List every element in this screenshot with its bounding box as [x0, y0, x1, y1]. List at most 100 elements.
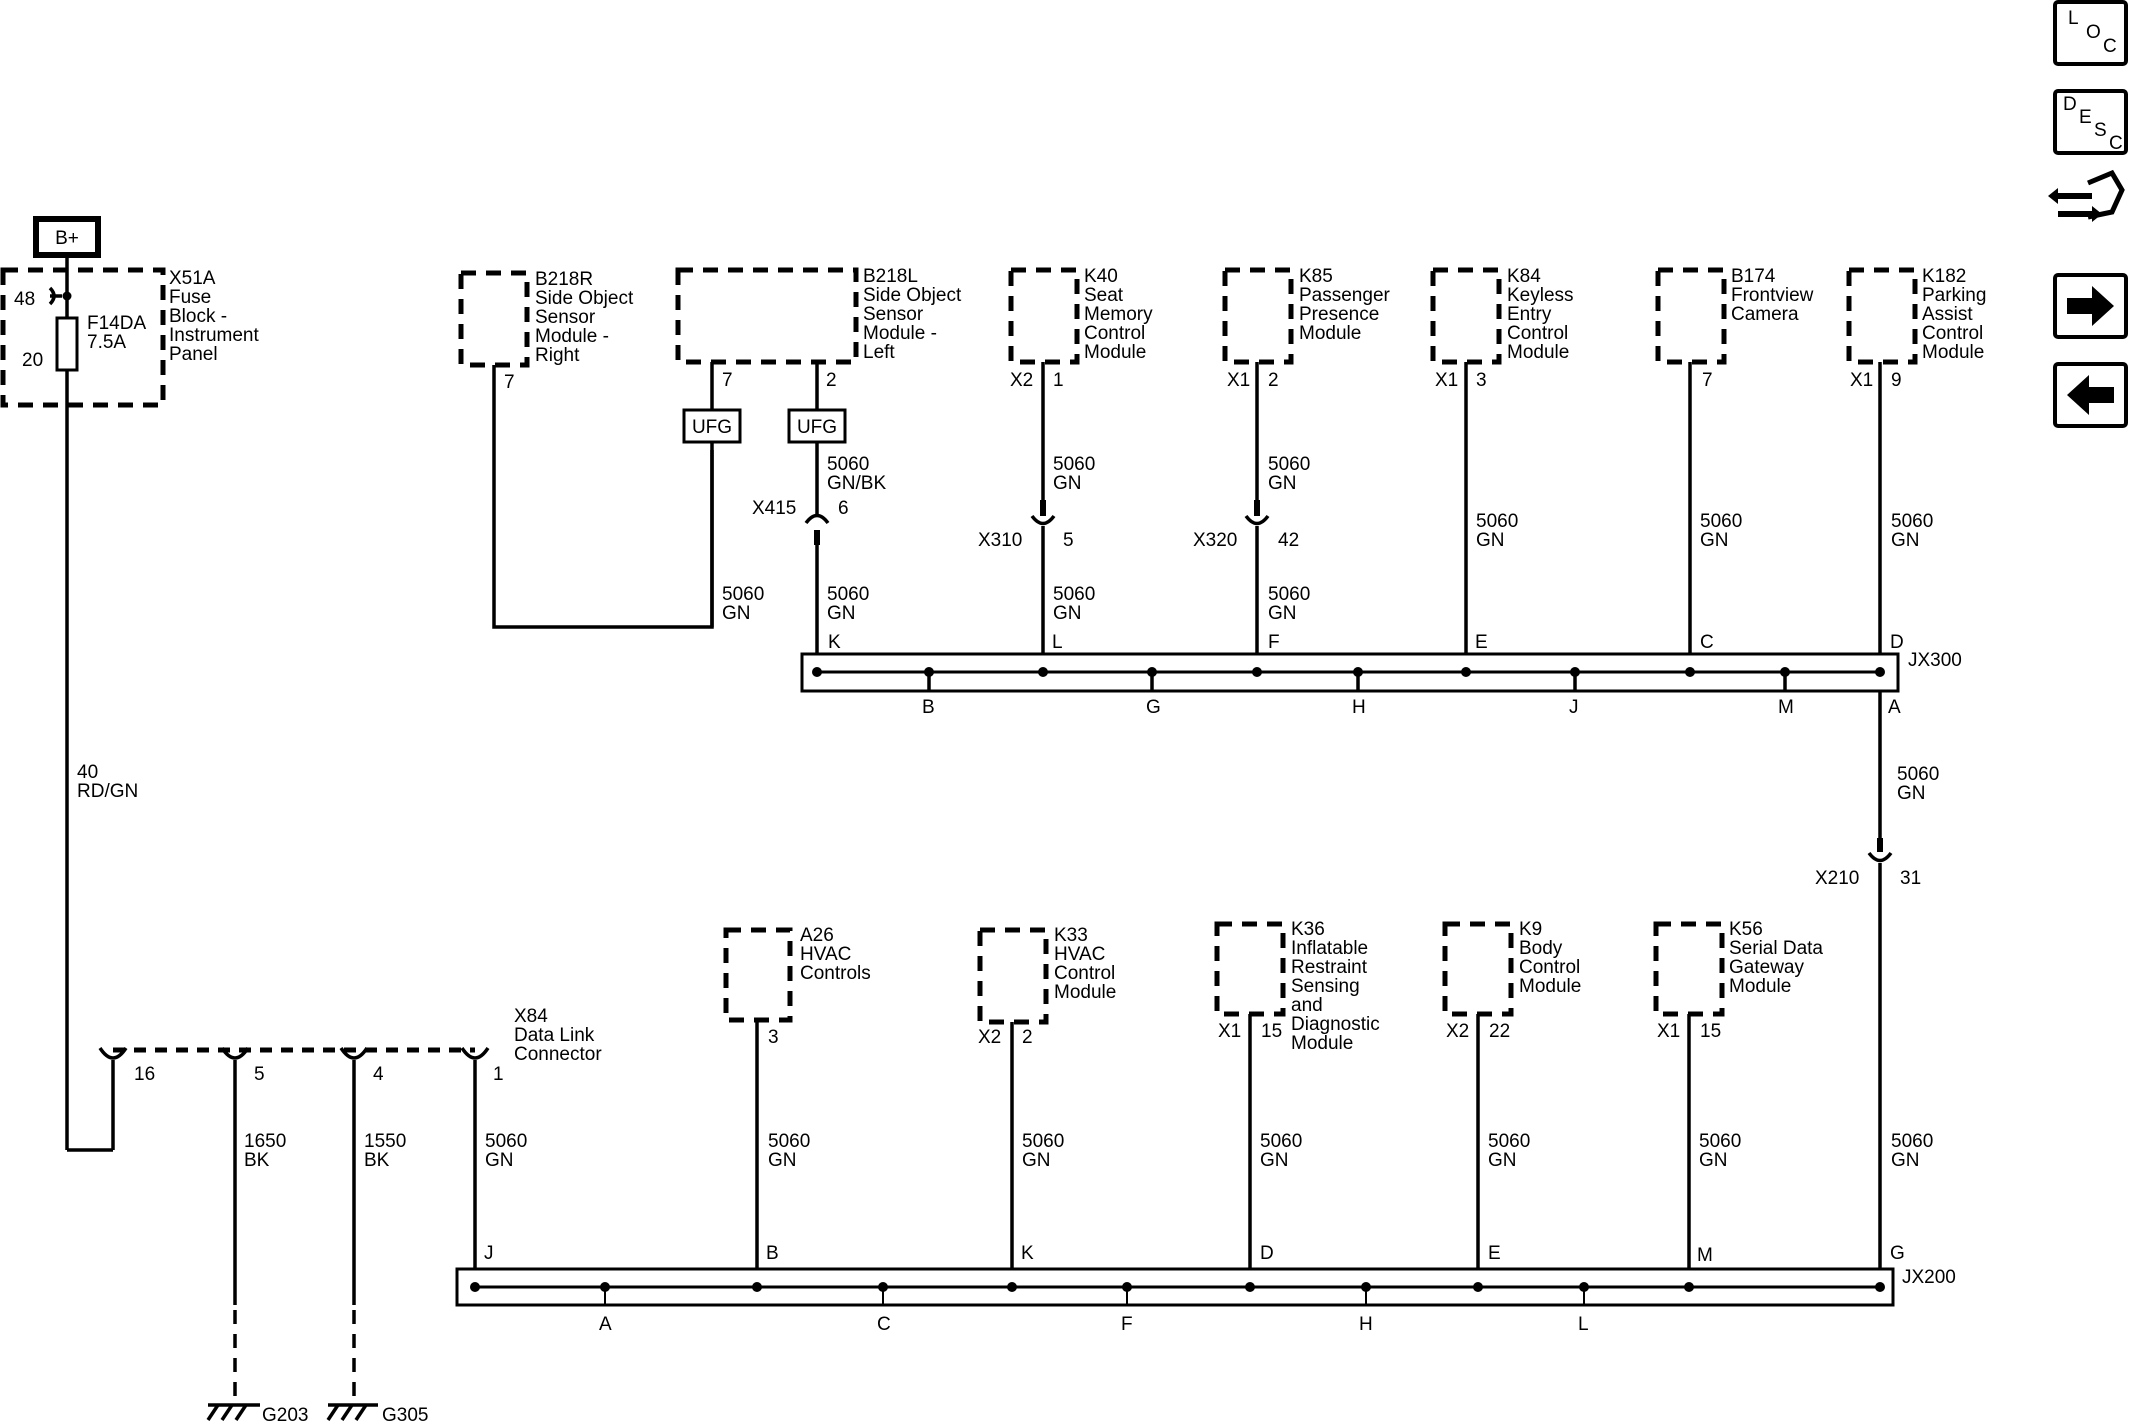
svg-text:Camera: Camera	[1731, 304, 1799, 325]
module-k84	[1430, 267, 1502, 365]
svg-text:GN: GN	[1268, 473, 1297, 494]
svg-text:40: 40	[77, 762, 98, 783]
svg-text:1550: 1550	[364, 1131, 406, 1152]
arrow-right-icon[interactable]	[2053, 273, 2128, 339]
svg-text:Diagnostic: Diagnostic	[1291, 1014, 1380, 1035]
svg-text:5060: 5060	[1897, 764, 1939, 785]
svg-text:GN: GN	[1700, 530, 1729, 551]
svg-text:Fuse: Fuse	[169, 287, 211, 308]
svg-text:Control: Control	[1519, 957, 1580, 978]
module-b218r	[458, 270, 530, 368]
k84-pin: 3	[1476, 370, 1487, 391]
svg-text:Block -: Block -	[169, 306, 227, 327]
wire-label-b174: 5060 GN	[1700, 511, 1742, 551]
b218r-pin: 7	[504, 372, 515, 393]
svg-text:A26: A26	[800, 925, 834, 946]
wire-label-b218l: 5060 GN/BK	[827, 454, 886, 494]
module-b218r-label: B218R Side Object Sensor Module - Right	[535, 269, 634, 366]
wire-label-x415-lower: 5060 GN	[827, 584, 869, 624]
module-k85	[1222, 267, 1294, 365]
svg-text:Seat: Seat	[1084, 285, 1124, 306]
svg-text:K182: K182	[1922, 266, 1966, 287]
connector-view-icon[interactable]	[2048, 169, 2125, 222]
loc-button[interactable]: L O C	[2053, 0, 2128, 66]
svg-text:Body: Body	[1519, 938, 1563, 959]
svg-text:K40: K40	[1084, 266, 1118, 287]
module-b174	[1655, 267, 1727, 365]
module-k40-label: K40 Seat Memory Control Module	[1084, 266, 1153, 363]
svg-text:D: D	[1260, 1243, 1274, 1264]
ufg-left: UFG	[682, 408, 742, 444]
svg-text:C: C	[2103, 36, 2117, 57]
svg-text:GN: GN	[1476, 530, 1505, 551]
svg-text:GN: GN	[722, 603, 751, 624]
dlc-x84: 16 5 4 1	[98, 1046, 504, 1085]
svg-text:GN/BK: GN/BK	[827, 473, 886, 494]
svg-text:UFG: UFG	[797, 417, 837, 438]
ground-g203: G203	[206, 1403, 308, 1422]
svg-text:B: B	[922, 697, 935, 718]
x415-ref: X415	[752, 498, 796, 519]
svg-text:Controls: Controls	[800, 963, 871, 984]
svg-text:Module: Module	[1054, 982, 1116, 1003]
svg-text:S: S	[2094, 120, 2107, 141]
svg-text:GN: GN	[1268, 603, 1297, 624]
splice-jx300: K L F E C D B G H J M A JX300	[800, 632, 1962, 718]
wire-label-1650: 1650 BK	[244, 1131, 286, 1171]
svg-text:K85: K85	[1299, 266, 1333, 287]
wire-label-k40: 5060 GN	[1053, 454, 1095, 494]
svg-text:GN: GN	[1488, 1150, 1517, 1171]
k36-pin: 15	[1261, 1021, 1282, 1042]
svg-text:C: C	[1700, 632, 1714, 653]
svg-text:5060: 5060	[1891, 1131, 1933, 1152]
arrow-left-icon[interactable]	[2053, 362, 2128, 428]
svg-text:5060: 5060	[1700, 511, 1742, 532]
svg-text:Instrument: Instrument	[169, 325, 259, 346]
wire-label-x210-upper: 5060 GN	[1897, 764, 1939, 804]
svg-text:Restraint: Restraint	[1291, 957, 1368, 978]
svg-text:GN: GN	[1260, 1150, 1289, 1171]
svg-text:GN: GN	[1053, 603, 1082, 624]
svg-text:Module: Module	[1922, 342, 1984, 363]
module-b174-label: B174 Frontview Camera	[1731, 266, 1814, 325]
k182-conn: X1	[1850, 370, 1873, 391]
svg-text:D: D	[2063, 94, 2077, 115]
svg-text:F: F	[1268, 632, 1280, 653]
svg-text:Passenger: Passenger	[1299, 285, 1391, 306]
svg-text:GN: GN	[485, 1150, 514, 1171]
module-k40	[1008, 267, 1080, 365]
wire-label-x210-lower: 5060 GN	[1891, 1131, 1933, 1171]
svg-text:Module -: Module -	[863, 323, 937, 344]
svg-text:5060: 5060	[1488, 1131, 1530, 1152]
svg-text:Gateway: Gateway	[1729, 957, 1804, 978]
module-k84-label: K84 Keyless Entry Control Module	[1507, 266, 1574, 363]
svg-text:BK: BK	[364, 1150, 390, 1171]
power-source: B+	[33, 216, 101, 258]
wire-label-k33: 5060 GN	[1022, 1131, 1064, 1171]
module-b218l-label: B218L Side Object Sensor Module - Left	[863, 266, 962, 363]
fuse-pin-bottom: 20	[22, 350, 43, 371]
wire-label-b218r: 5060 GN	[722, 584, 764, 624]
a26-pin: 3	[768, 1027, 779, 1048]
svg-text:J: J	[484, 1243, 494, 1264]
svg-text:K: K	[828, 632, 841, 653]
svg-text:Module: Module	[1507, 342, 1569, 363]
svg-text:F: F	[1121, 1314, 1133, 1335]
svg-text:HVAC: HVAC	[1054, 944, 1105, 965]
svg-text:Inflatable: Inflatable	[1291, 938, 1368, 959]
svg-text:C: C	[2109, 133, 2123, 154]
svg-text:Module: Module	[1084, 342, 1146, 363]
svg-text:G305: G305	[382, 1405, 428, 1422]
svg-text:Control: Control	[1054, 963, 1115, 984]
x415-pin: 6	[838, 498, 849, 519]
svg-text:and: and	[1291, 995, 1323, 1016]
power-wire-label: 40 RD/GN	[77, 762, 138, 802]
svg-text:J: J	[1569, 697, 1579, 718]
svg-text:Presence: Presence	[1299, 304, 1379, 325]
svg-text:5060: 5060	[1268, 584, 1310, 605]
desc-button[interactable]: D E S C	[2053, 89, 2128, 155]
wire-label-dlc: 5060 GN	[485, 1131, 527, 1171]
svg-text:B: B	[766, 1243, 779, 1264]
svg-text:RD/GN: RD/GN	[77, 781, 138, 802]
svg-text:O: O	[2086, 22, 2101, 43]
